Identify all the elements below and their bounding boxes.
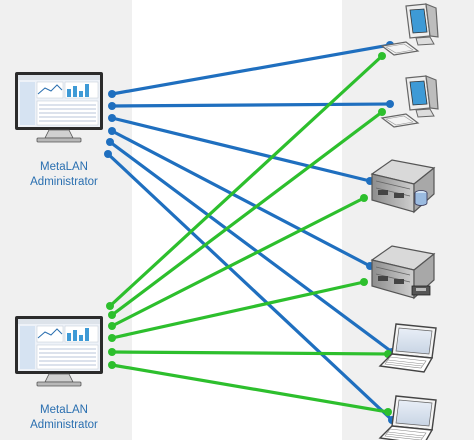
- link-admin2-desktop2: [110, 110, 384, 317]
- admin-2-monitor-icon: [14, 315, 104, 387]
- link-admin2-laptop2: [110, 363, 390, 414]
- link-admin2-desktop1: [108, 54, 384, 308]
- link-admin1-laptop1: [108, 140, 394, 354]
- link-admin2-server1: [110, 196, 366, 328]
- link-admin1-server1: [110, 116, 372, 183]
- link-admin1-laptop2: [106, 152, 394, 422]
- admin-1-label-line1: MetaLAN: [40, 161, 88, 173]
- link-admin1-desktop2: [110, 102, 392, 108]
- link-admin2-laptop1: [110, 350, 390, 356]
- admin-1-caption: MetaLAN Administrator: [0, 160, 128, 190]
- desktop-computer-1-icon: [381, 3, 439, 56]
- admin-1-label-line2: Administrator: [30, 176, 98, 188]
- admin-1-monitor-icon: [14, 71, 104, 143]
- link-admin1-desktop1: [110, 43, 392, 96]
- admin-1-link-dots: [104, 41, 396, 424]
- admin-2-caption: MetaLAN Administrator: [0, 403, 128, 433]
- link-admin1-server2: [110, 129, 372, 268]
- admin-2-links: [108, 54, 390, 414]
- admin-2-link-dots: [106, 52, 392, 416]
- database-icon: [414, 190, 428, 206]
- admin-1-links: [106, 43, 394, 422]
- network-connector-icon: [411, 285, 431, 296]
- admin-2-label-line2: Administrator: [30, 419, 98, 431]
- link-admin2-server2: [110, 280, 366, 340]
- admin-2-label-line1: MetaLAN: [40, 404, 88, 416]
